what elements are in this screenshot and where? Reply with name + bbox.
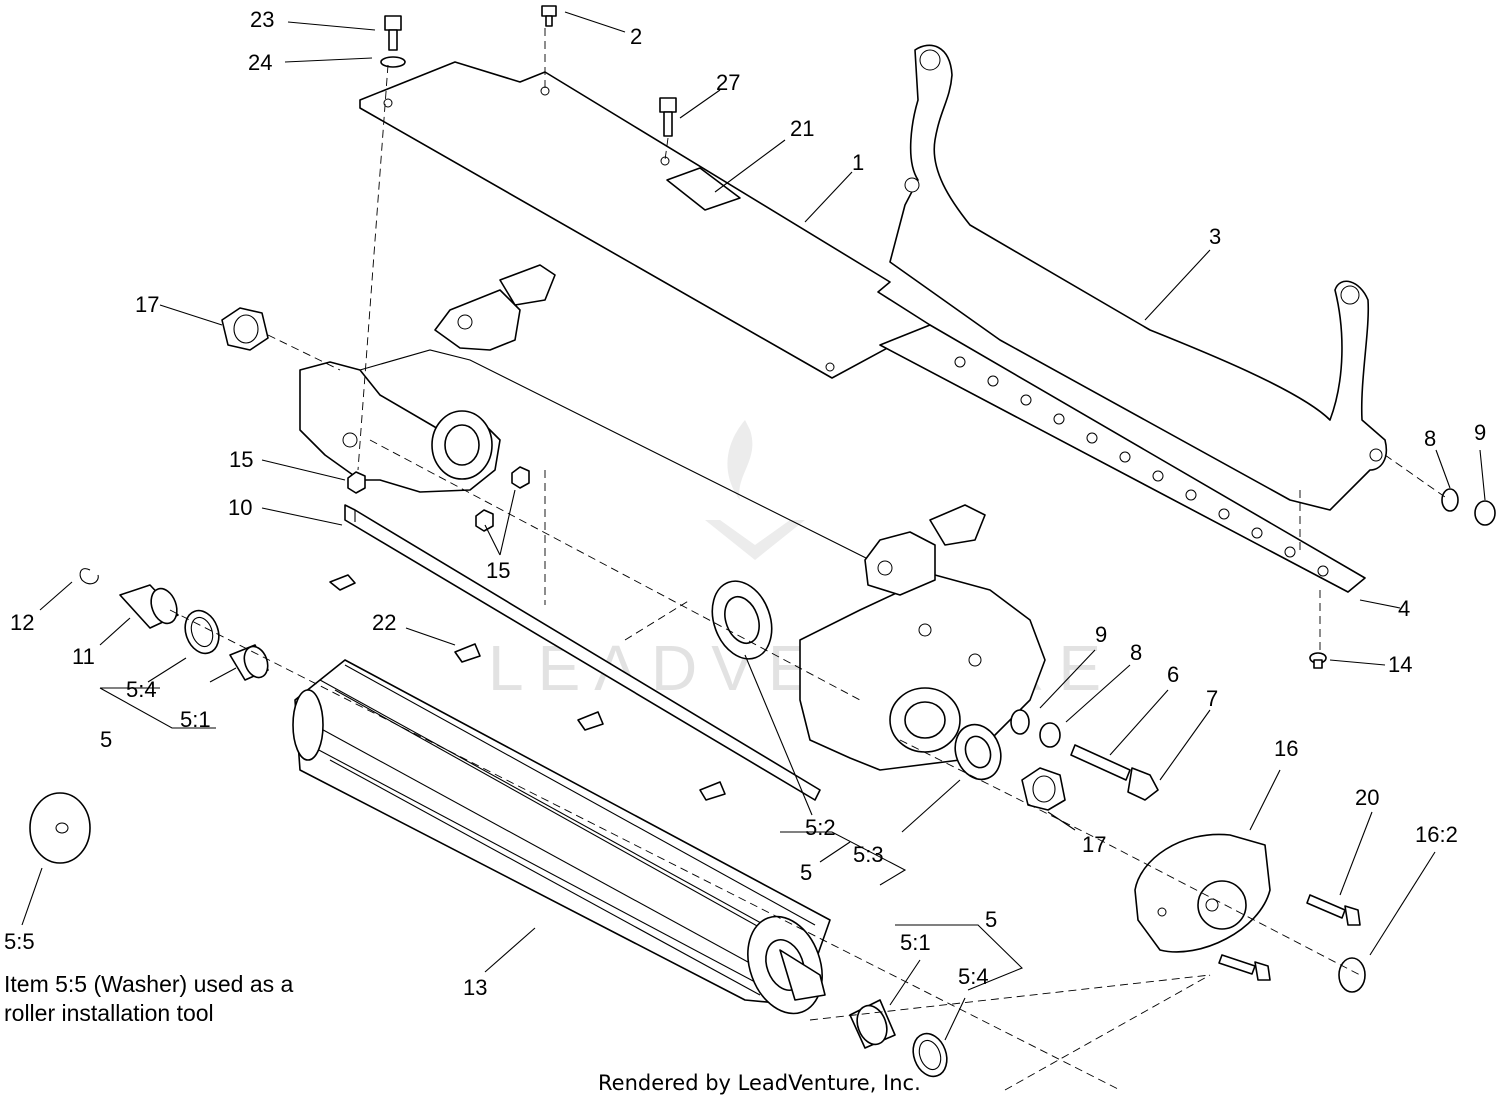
part-13-reel (292, 659, 831, 1015)
callout-1: 1 (852, 150, 864, 175)
callout-22: 22 (372, 610, 396, 635)
seal-5-4-left (184, 609, 220, 655)
callout-4: 4 (1398, 596, 1410, 621)
note-line-1: Item 5:5 (Washer) used as a (4, 971, 294, 997)
callout-13: 13 (463, 975, 487, 1000)
washer-24 (380, 56, 406, 68)
callout-17-left: 17 (135, 292, 159, 317)
callout-27: 27 (716, 70, 740, 95)
assembly-centerlines (169, 28, 1446, 1091)
screw-20-group (1218, 894, 1361, 981)
callout-5-1-right: 5:1 (900, 930, 931, 955)
seal-5-4-right (912, 1032, 948, 1078)
callout-16: 16 (1274, 736, 1298, 761)
bushing-5-1-left (229, 644, 269, 681)
callout-5-mid: 5 (800, 860, 812, 885)
callout-labels: 23 24 2 27 21 1 3 17 15 10 15 8 9 12 11 … (4, 7, 1486, 1000)
callout-12: 12 (10, 610, 34, 635)
callout-3: 3 (1209, 224, 1221, 249)
bedbar-holes (954, 356, 1329, 577)
installation-note: Item 5:5 (Washer) used as a roller insta… (4, 971, 294, 1026)
callout-16-2: 16:2 (1415, 822, 1458, 847)
callout-5-left: 5 (100, 727, 112, 752)
clip-12 (79, 568, 99, 585)
shaft-11 (119, 584, 179, 629)
part-3-carrier-frame (889, 44, 1388, 511)
part-16-cover (1134, 833, 1271, 953)
callout-24: 24 (248, 50, 272, 75)
callout-15-left: 15 (229, 447, 253, 472)
screw-2 (541, 5, 557, 27)
callout-23: 23 (250, 7, 274, 32)
callout-5-4-right: 5:4 (958, 964, 989, 989)
bolt-27 (659, 97, 677, 137)
screw-14 (1309, 652, 1327, 669)
bearing-5-3 (954, 723, 1002, 781)
callout-7: 7 (1206, 686, 1218, 711)
left-side-plate (299, 264, 871, 561)
rendered-by-credit: Rendered by LeadVenture, Inc. (598, 1071, 921, 1095)
callout-10: 10 (228, 495, 252, 520)
part-4-bedbar (879, 324, 1366, 593)
bearing-seal-5-2 (711, 580, 773, 660)
part-10-shield-bar (329, 504, 821, 801)
callout-5-4-left: 5:4 (126, 677, 157, 702)
bushing-5-1-right (849, 999, 896, 1049)
washers-8-9-left (1441, 488, 1496, 526)
callout-2: 2 (630, 24, 642, 49)
callout-5-5: 5:5 (4, 929, 35, 954)
callout-9-top: 9 (1474, 420, 1486, 445)
washers-9-8-right (1010, 709, 1061, 748)
part-1-cover-plate (359, 61, 931, 379)
callout-14: 14 (1388, 652, 1412, 677)
callout-5-right: 5 (985, 907, 997, 932)
washer-5-5 (29, 792, 91, 864)
cap-16-2 (1338, 957, 1366, 993)
callout-8-top: 8 (1424, 426, 1436, 451)
callout-15-right: 15 (486, 558, 510, 583)
callout-6: 6 (1167, 662, 1179, 687)
nut-17-right (1021, 767, 1066, 811)
callout-8-mid: 8 (1130, 640, 1142, 665)
leader-lines (21, 11, 1486, 1041)
callout-21: 21 (790, 116, 814, 141)
note-line-2: roller installation tool (4, 1000, 214, 1026)
callout-9-mid: 9 (1095, 622, 1107, 647)
callout-5-3: 5:3 (853, 842, 884, 867)
callout-17-right: 17 (1082, 832, 1106, 857)
nut-17-left (221, 307, 269, 351)
callout-11: 11 (72, 644, 95, 669)
bolt-23 (384, 15, 402, 51)
bolt-6-7 (1070, 744, 1159, 801)
callout-20: 20 (1355, 785, 1379, 810)
callout-5-2: 5:2 (805, 815, 836, 840)
nut-15-group (347, 466, 530, 532)
right-side-plate (799, 504, 1046, 771)
callout-5-1-left: 5:1 (180, 707, 211, 732)
